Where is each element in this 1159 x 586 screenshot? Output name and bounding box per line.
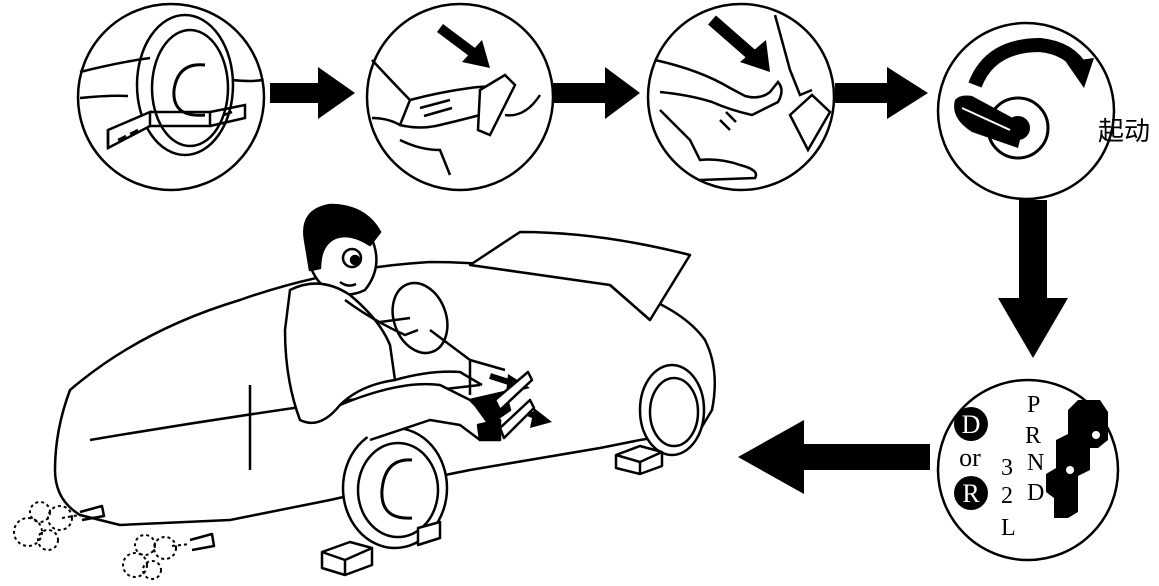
gear-shift-select-icon — [1046, 400, 1108, 518]
d-badge-label: D — [962, 410, 981, 439]
arrow-step4-to-step5 — [998, 200, 1068, 358]
gear-d: D — [1027, 480, 1044, 506]
rear-wheel — [341, 426, 449, 550]
driver-figure — [283, 203, 512, 442]
step-3-clutch-pedal-circle — [646, 2, 836, 192]
gear-r: R — [1025, 423, 1041, 449]
exhaust-pipe-1 — [79, 504, 106, 522]
arrow-step1-to-step2 — [270, 67, 355, 119]
arrow-step3-to-step4 — [835, 67, 928, 119]
exhaust-pipe-2 — [189, 532, 216, 552]
r-badge-label: R — [962, 479, 980, 508]
gear-n: N — [1027, 450, 1044, 476]
ignition-key-turn-icon — [954, 37, 1094, 160]
d-badge — [954, 407, 988, 441]
gear-l: L — [1001, 515, 1016, 541]
arrow-step2-to-step3 — [553, 67, 640, 119]
start-label: 起动 — [1098, 117, 1150, 147]
step-5-gear-select-circle: D or R P R N 3 D 2 L — [936, 378, 1120, 562]
gear-2: 2 — [1001, 483, 1013, 509]
or-label: or — [959, 443, 981, 472]
rear-wheel-chocks — [320, 520, 442, 577]
steering-wheel — [391, 281, 449, 355]
r-badge — [954, 476, 988, 510]
wheel-chock-icon — [79, 13, 263, 157]
driver-torso — [283, 282, 397, 425]
brake-pedal-press-icon — [371, 24, 542, 176]
exhaust-smoke-2 — [122, 534, 191, 580]
front-wheel — [638, 363, 706, 457]
arrow-step5-to-car — [738, 420, 930, 494]
car-with-driver-illustration — [13, 203, 717, 580]
step-1-wheel-chock-circle — [76, 2, 266, 192]
step-4-ignition-circle: 起动 — [936, 21, 1150, 201]
step-2-brake-pedal-circle — [365, 2, 555, 192]
driver-hair — [303, 203, 382, 272]
exhaust-smoke-1 — [13, 501, 81, 551]
front-wheel-chock — [614, 444, 664, 476]
gear-p: P — [1027, 392, 1040, 418]
car-hood — [468, 230, 692, 322]
clutch-pedal-press-icon — [654, 14, 832, 182]
gear-3: 3 — [1001, 455, 1013, 481]
